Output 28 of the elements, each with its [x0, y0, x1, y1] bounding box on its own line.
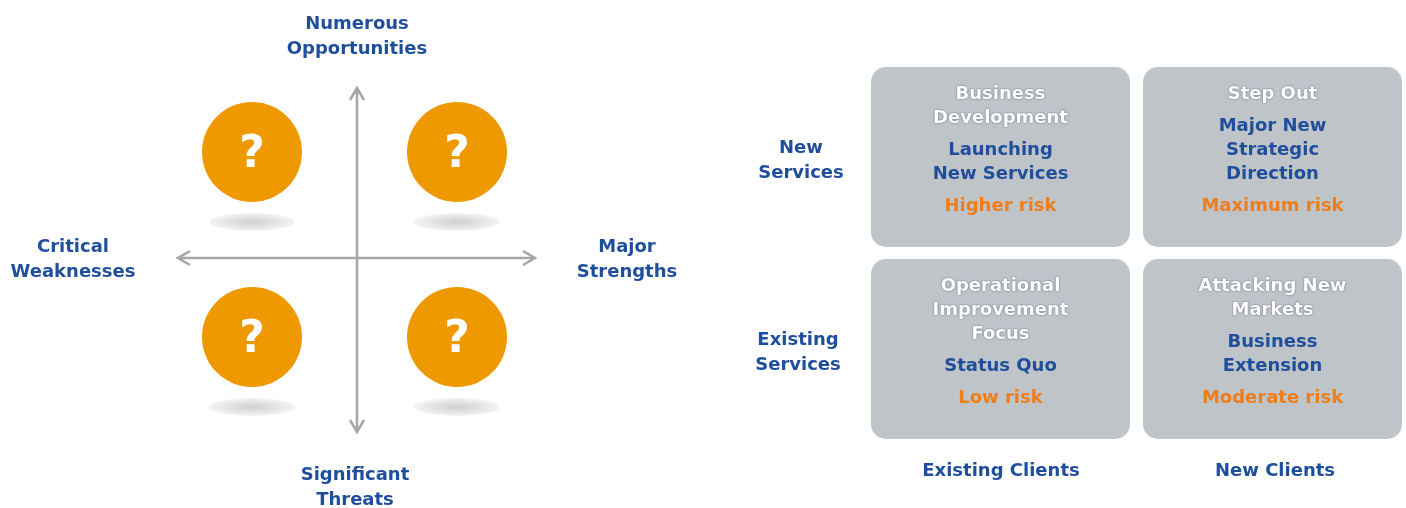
axis-label: Significant Threats — [299, 462, 411, 508]
strategy-name: Major New Strategic Direction — [1217, 113, 1328, 185]
quadrant-title: Business Development — [932, 81, 1069, 129]
row-label: New Services — [757, 135, 845, 184]
quadrant-title: Operational Improvement Focus — [931, 273, 1070, 345]
quadrant-card — [1143, 259, 1402, 439]
axis-label: Critical Weaknesses — [9, 234, 137, 283]
risk-level: Maximum risk — [1201, 193, 1344, 217]
strategy-name: Launching New Services — [931, 137, 1070, 185]
risk-level: Moderate risk — [1201, 385, 1344, 409]
question-mark: ? — [239, 315, 265, 359]
quadrant-card — [1143, 67, 1402, 247]
column-label: New Clients — [1214, 458, 1336, 482]
question-mark: ? — [239, 130, 265, 174]
quadrant-title: Step Out — [1227, 81, 1318, 105]
quadrant-card — [871, 67, 1130, 247]
question-mark: ? — [444, 315, 470, 359]
quadrant-title: Attacking New Markets — [1197, 273, 1348, 321]
row-label: Existing Services — [754, 327, 842, 376]
risk-level: Low risk — [958, 385, 1043, 409]
strategy-name: Business Extension — [1221, 329, 1324, 377]
strategy-name: Status Quo — [944, 353, 1057, 377]
question-mark: ? — [444, 130, 470, 174]
axis-label: Numerous Opportunities — [285, 11, 429, 60]
column-label: Existing Clients — [922, 458, 1080, 482]
risk-level: Higher risk — [944, 193, 1057, 217]
axis-label: Major Strengths — [575, 234, 679, 283]
quadrant-card — [871, 259, 1130, 439]
